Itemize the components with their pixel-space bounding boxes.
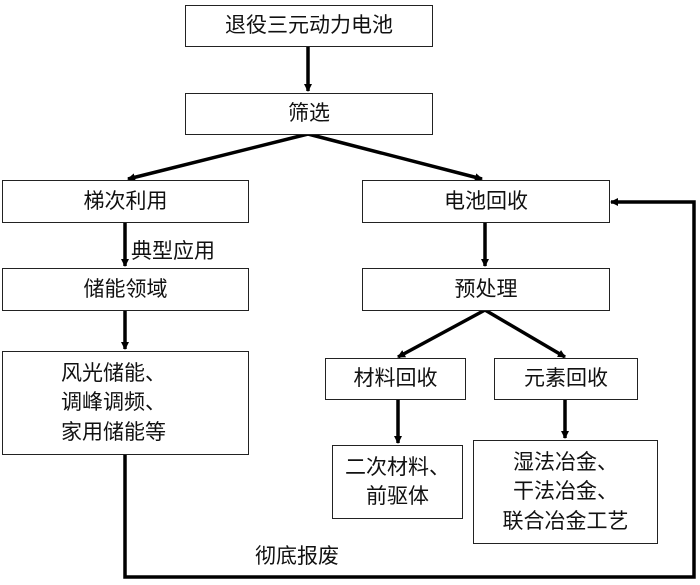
node-label: 预处理 [454,276,518,301]
node-metallurgy: 湿法冶金、 干法冶金、 联合冶金工艺 [473,440,658,544]
arrow-screening-to-cascade [127,132,309,182]
arrow-screening-to-recycling [307,132,483,182]
arrow-scrap-loop-to-recycling [123,198,696,579]
node-label: 湿法冶金、 干法冶金、 联合冶金工艺 [502,449,629,533]
node-label: 电池回收 [444,188,528,213]
node-secondary-materials: 二次材料、 前驱体 [332,445,463,519]
node-material-recovery: 材料回收 [325,358,466,400]
node-energy-storage: 储能领域 [2,268,249,311]
node-label: 退役三元动力电池 [225,13,393,38]
node-label: 元素回收 [524,366,608,391]
edge-label-complete-scrap: 彻底报废 [255,544,339,568]
arrow-pretreatment-to-element [484,308,566,359]
node-applications: 风光储能、 调峰调频、 家用储能等 [2,351,249,455]
node-screening: 筛选 [185,93,433,135]
node-label: 风光储能、 调峰调频、 家用储能等 [61,360,166,444]
node-battery-recycling: 电池回收 [362,180,610,223]
node-label: 材料回收 [353,366,438,391]
node-label: 二次材料、 前驱体 [345,454,450,508]
node-label: 储能领域 [83,276,168,301]
node-pretreatment: 预处理 [362,268,610,311]
node-label: 梯次利用 [83,188,168,213]
node-element-recovery: 元素回收 [494,358,638,400]
node-retired-battery: 退役三元动力电池 [185,5,433,47]
node-label: 筛选 [288,101,330,126]
arrow-pretreatment-to-material [397,308,486,359]
edge-label-typical-application: 典型应用 [131,239,215,263]
node-cascade-use: 梯次利用 [2,180,249,223]
